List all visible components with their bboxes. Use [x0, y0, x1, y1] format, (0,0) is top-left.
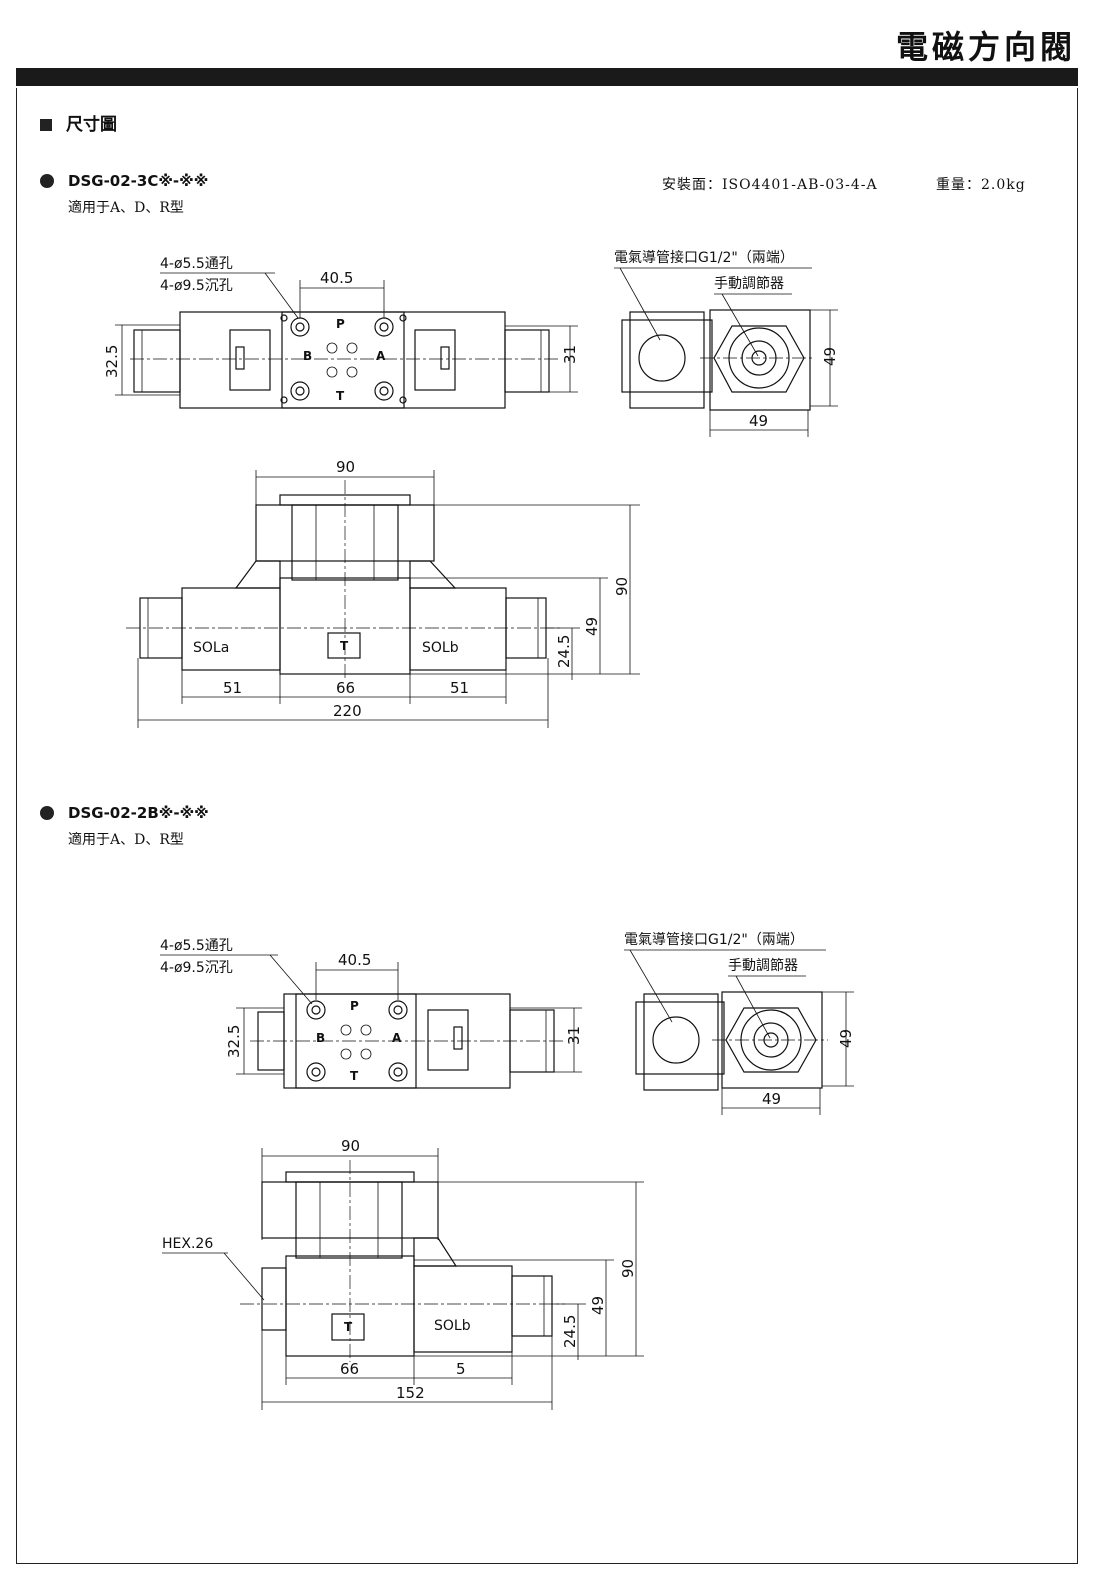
content-frame	[16, 88, 1078, 1564]
hole-note-1: 4-ø5.5通孔	[160, 938, 233, 954]
manual-note: 手動調節器	[728, 957, 798, 974]
dim-51-right: 51	[450, 679, 469, 697]
hex-label: HEX.26	[162, 1236, 213, 1252]
dim-90-top: 90	[341, 1137, 360, 1155]
dim-24-5: 24.5	[555, 635, 573, 668]
dim-49-bottom: 49	[762, 1090, 781, 1108]
model-2-applies: 適用于A、D、R型	[68, 832, 184, 848]
model-1-end-view: 電氣導管接口G1/2"（兩端） 手動調節器 49 49	[614, 249, 839, 437]
dim-49-right: 49	[837, 1029, 855, 1048]
port-a: A	[376, 349, 386, 363]
port-t: T	[336, 389, 345, 403]
manual-note: 手動調節器	[714, 275, 784, 292]
port-p: P	[336, 317, 345, 331]
dim-49-side: 49	[583, 617, 601, 636]
sol-a-label: SOLa	[193, 640, 229, 656]
page-title: 電磁方向閥	[895, 28, 1076, 66]
model-1-name: DSG-02-3C※-※※	[68, 172, 209, 190]
weight-spec: 重量：2.0kg	[936, 177, 1026, 193]
dim-49-bottom: 49	[749, 412, 768, 430]
dim-40-5: 40.5	[320, 269, 353, 287]
hole-note-2: 4-ø9.5沉孔	[160, 960, 233, 976]
model-1-heading: DSG-02-3C※-※※	[40, 172, 208, 190]
conduit-note: 電氣導管接口G1/2"（兩端）	[614, 249, 794, 266]
dim-32-5: 32.5	[103, 345, 121, 378]
sol-b-label: SOLb	[434, 1318, 471, 1334]
section-heading: 尺寸圖	[40, 110, 117, 135]
dot-bullet-icon	[40, 806, 54, 820]
dim-31: 31	[561, 345, 579, 364]
model-2-name: DSG-02-2B※-※※	[68, 804, 209, 822]
dim-220: 220	[333, 702, 362, 720]
port-b: B	[316, 1031, 325, 1045]
section-label: 尺寸圖	[66, 115, 117, 135]
dot-bullet-icon	[40, 174, 54, 188]
port-b: B	[303, 349, 312, 363]
dim-31: 31	[565, 1026, 583, 1045]
dim-51-left: 51	[223, 679, 242, 697]
svg-text:T: T	[340, 639, 349, 653]
model-1-applies: 適用于A、D、R型	[68, 200, 184, 216]
square-bullet-icon	[40, 119, 52, 131]
model-2-end-view: 電氣導管接口G1/2"（兩端） 手動調節器 49 49	[624, 931, 855, 1115]
model-2-top-view: 4-ø5.5通孔 4-ø9.5沉孔 40.5 P B A T 32.5 31	[160, 938, 583, 1089]
dim-40-5: 40.5	[338, 951, 371, 969]
dim-5: 5	[456, 1360, 466, 1378]
model-1-front-view: 90 T SOLa SOLb 90 49 24.5	[126, 458, 640, 728]
sol-b-label: SOLb	[422, 640, 459, 656]
dim-24-5: 24.5	[561, 1315, 579, 1348]
dim-90-right: 90	[613, 577, 631, 596]
model-2-heading: DSG-02-2B※-※※	[40, 804, 209, 822]
model-2-front-view: 90 T SOLb HEX.26 90 49 24.5 66 5	[162, 1137, 644, 1410]
port-p: P	[350, 999, 359, 1013]
dim-152: 152	[396, 1384, 425, 1402]
hole-note-1: 4-ø5.5通孔	[160, 256, 233, 272]
dim-90-top: 90	[336, 458, 355, 476]
conduit-note: 電氣導管接口G1/2"（兩端）	[624, 931, 804, 948]
dim-49-side: 49	[589, 1296, 607, 1315]
model-1-top-view: 4-ø5.5通孔 4-ø9.5沉孔 40.5 P B A T	[103, 256, 579, 409]
dim-90-right: 90	[619, 1259, 637, 1278]
dim-32-5: 32.5	[225, 1025, 243, 1058]
mounting-spec: 安裝面：ISO4401-AB-03-4-A	[662, 177, 878, 193]
port-t: T	[350, 1069, 359, 1083]
svg-text:T: T	[344, 1320, 353, 1334]
port-a: A	[392, 1031, 402, 1045]
dim-66: 66	[336, 679, 355, 697]
title-bar	[16, 68, 1078, 86]
dim-49-right: 49	[821, 347, 839, 366]
dim-66: 66	[340, 1360, 359, 1378]
hole-note-2: 4-ø9.5沉孔	[160, 278, 233, 294]
